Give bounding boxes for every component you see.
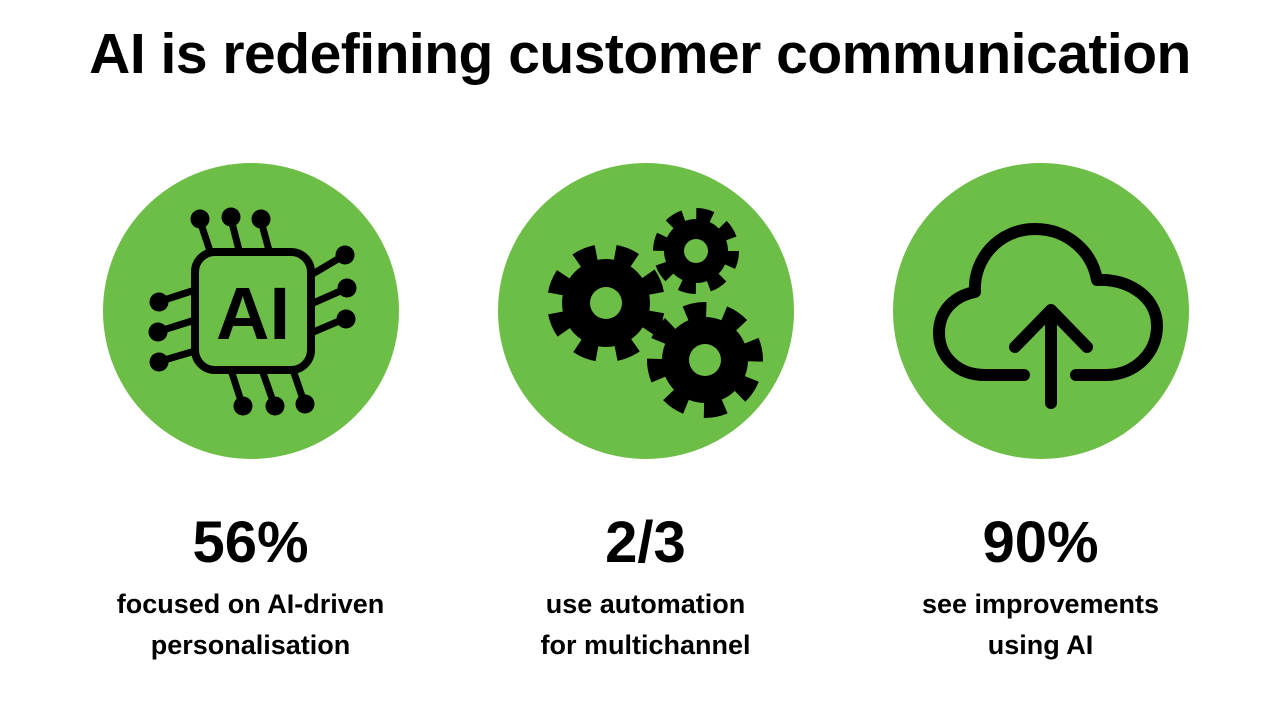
stat-value: 90% [982, 509, 1099, 575]
ai-chip-label: AI [216, 272, 290, 355]
stat-description-line: using AI [987, 630, 1094, 661]
cloud-upload-icon [932, 222, 1163, 409]
stat-description-line: for multichannel [540, 630, 751, 661]
stat-column-personalisation: AI 56% focused on AI-driven personalisat… [53, 162, 448, 668]
cloud-upload-badge [892, 162, 1189, 459]
gear-small-top [652, 207, 739, 294]
stats-row: AI 56% focused on AI-driven personalisat… [53, 162, 1238, 668]
gear-large-left [546, 243, 665, 362]
stat-value: 2/3 [605, 509, 686, 575]
gears-icon [546, 207, 763, 418]
stat-column-automation: 2/3 use automation for multichannel [448, 162, 843, 668]
gears-badge [497, 162, 794, 459]
stat-description-line: personalisation [150, 630, 351, 661]
page-title: AI is redefining customer communication [89, 22, 1191, 86]
stat-column-improvements: 90% see improvements using AI [843, 162, 1238, 668]
stat-value: 56% [192, 509, 309, 575]
stat-description-line: focused on AI-driven [116, 588, 385, 619]
arrow-head [1008, 303, 1093, 353]
stat-description: use automation for multichannel [540, 584, 750, 668]
stat-description-line: see improvements [921, 588, 1160, 619]
stat-description: see improvements using AI [922, 584, 1159, 668]
stat-description: focused on AI-driven personalisation [117, 584, 385, 668]
ai-chip-badge: AI [102, 162, 399, 459]
stat-description-line: use automation [545, 588, 746, 619]
ai-chip-icon: AI [148, 207, 356, 416]
